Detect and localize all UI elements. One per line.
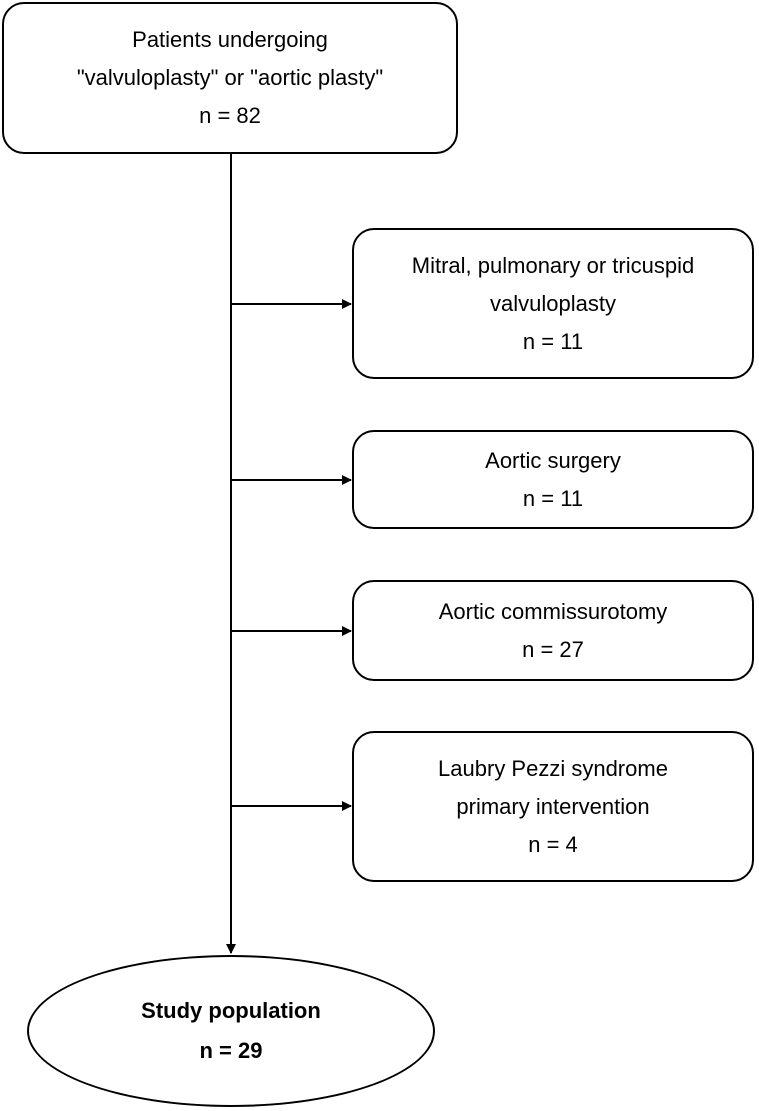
start-count: n = 82 (199, 103, 261, 128)
exclusion-count: n = 27 (522, 636, 584, 662)
exclusion-box-3: Aortic commissurotomy n = 27 (352, 580, 754, 681)
exclusion-label-line-1: Mitral, pulmonary or tricuspid (411, 252, 695, 278)
study-population-ellipse: Study population n = 29 (27, 955, 435, 1107)
exclusion-box-2: Aortic surgery n = 11 (352, 430, 754, 529)
exclusion-label-line-1: Aortic surgery (485, 447, 621, 473)
exclusion-count: n = 11 (522, 485, 584, 511)
start-box: Patients undergoing "valvuloplasty" or "… (2, 2, 458, 154)
result-count: n = 29 (199, 1038, 263, 1063)
exclusion-box-1: Mitral, pulmonary or tricuspid valvulopl… (352, 228, 754, 379)
exclusion-label-line-2: valvuloplasty (490, 290, 616, 316)
exclusion-box-4: Laubry Pezzi syndrome primary interventi… (352, 731, 754, 882)
exclusion-label-line-1: Aortic commissurotomy (438, 598, 668, 624)
result-label: Study population (141, 998, 321, 1023)
start-title-line-2: "valvuloplasty" or "aortic plasty" (76, 65, 384, 90)
start-title-line-1: Patients undergoing (132, 27, 328, 52)
exclusion-label-line-2: primary intervention (456, 793, 650, 819)
exclusion-count: n = 4 (528, 831, 578, 857)
exclusion-label-line-1: Laubry Pezzi syndrome (438, 755, 668, 781)
exclusion-count: n = 11 (522, 328, 584, 354)
